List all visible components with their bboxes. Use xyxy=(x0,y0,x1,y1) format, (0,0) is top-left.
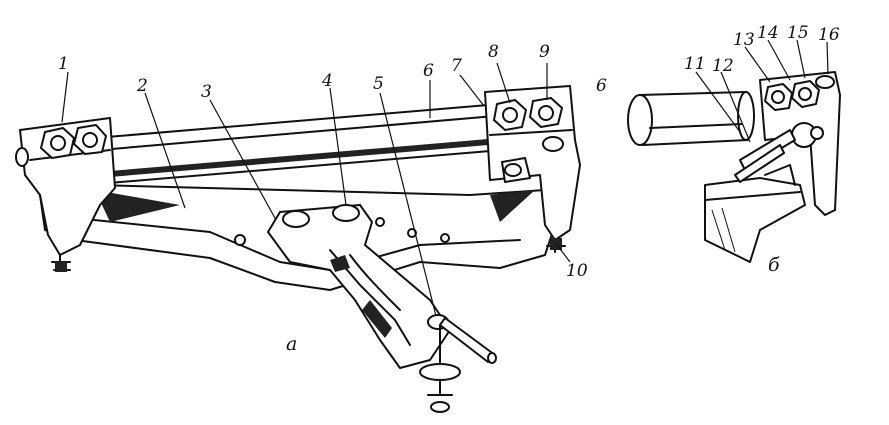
callout-16: 16 xyxy=(818,25,840,45)
caption-view-a: а xyxy=(286,333,298,355)
callout-14: 14 xyxy=(757,23,779,43)
callout-12: 12 xyxy=(712,56,734,76)
callout-8: 8 xyxy=(488,42,499,62)
detail-view xyxy=(627,39,841,263)
left-clamp-bracket xyxy=(15,117,116,272)
callout-10: 10 xyxy=(566,261,588,281)
callout-5: 5 xyxy=(373,74,384,94)
callout-6-detail: 6 xyxy=(596,76,607,96)
callout-3: 3 xyxy=(201,82,212,102)
callout-6: 6 xyxy=(423,61,434,81)
callout-11: 11 xyxy=(684,54,706,74)
callout-13: 13 xyxy=(733,30,755,50)
callout-7: 7 xyxy=(451,56,462,76)
callout-4: 4 xyxy=(322,71,333,91)
callout-2: 2 xyxy=(137,76,148,96)
main-assembly-view xyxy=(15,62,581,413)
callout-15: 15 xyxy=(787,23,809,43)
callout-9: 9 xyxy=(539,42,550,62)
axle-tube xyxy=(94,103,511,185)
callout-1: 1 xyxy=(58,54,69,74)
swing-lever xyxy=(267,204,497,413)
caption-view-b: б xyxy=(768,254,780,276)
right-clamp-bracket xyxy=(484,85,581,253)
